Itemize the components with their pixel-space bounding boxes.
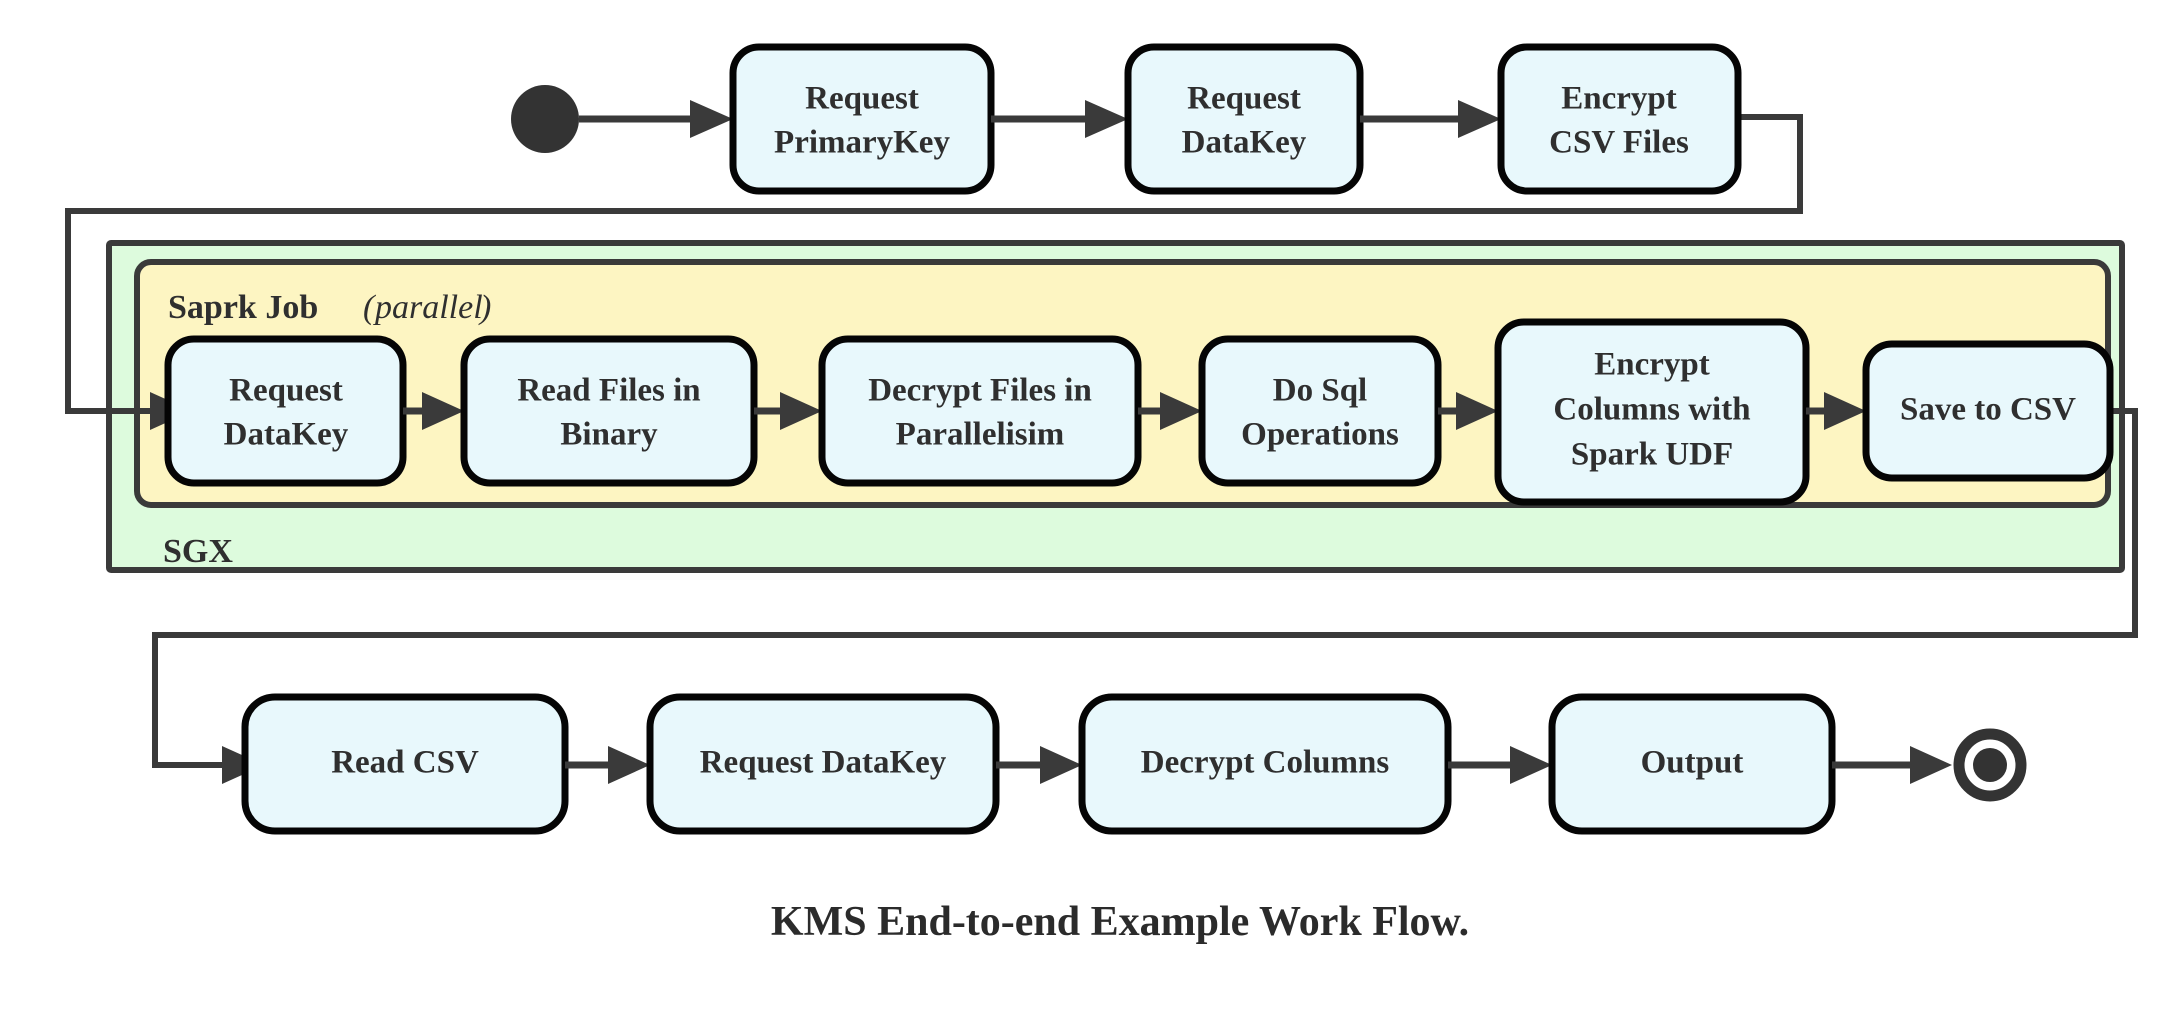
arrowhead-datakey-to-encryptcsv <box>1458 100 1501 138</box>
node-save-to-csv-line1: Save to CSV <box>1900 392 2076 428</box>
node-request-primarykey-line2: PrimaryKey <box>774 125 950 161</box>
arrowhead-sparkdatakey-to-readfiles <box>422 392 464 430</box>
node-do-sql-operations-box[interactable] <box>1198 335 1442 487</box>
node-encrypt-csv-files-line2: CSV Files <box>1549 125 1689 161</box>
node-request-datakey-top-box[interactable] <box>1124 43 1364 195</box>
node-do-sql-operations-line2: Operations <box>1241 417 1399 453</box>
arrowhead-readfiles-to-decryptfiles <box>780 392 822 430</box>
spark-job-annotation-open: ( <box>363 289 377 326</box>
node-read-csv[interactable]: Read CSV <box>241 693 569 835</box>
node-request-datakey-spark-line1: Request <box>229 373 343 409</box>
node-save-to-csv-box[interactable] <box>1862 340 2114 482</box>
arrowhead-decryptfiles-to-dosql <box>1160 392 1202 430</box>
node-read-files-in-binary-line2: Binary <box>560 417 658 453</box>
node-request-datakey-bottom-line1: Request DataKey <box>700 745 947 781</box>
arrowhead-decryptcolumns-to-output <box>1510 746 1552 784</box>
end-node-dot <box>1973 748 2007 782</box>
node-encrypt-columns-line3: Spark UDF <box>1571 437 1733 473</box>
node-request-datakey-top[interactable]: Request DataKey <box>1124 43 1364 195</box>
node-output-line1: Output <box>1641 745 1744 781</box>
node-decrypt-columns-line1: Decrypt Columns <box>1141 745 1390 781</box>
node-request-primarykey[interactable]: Request PrimaryKey <box>729 43 995 195</box>
node-request-primarykey-line1: Request <box>805 81 919 117</box>
sgx-label: SGX <box>163 533 233 570</box>
node-do-sql-operations-line1: Do Sql <box>1273 373 1367 409</box>
node-encrypt-csv-files[interactable]: Encrypt CSV Files <box>1497 43 1742 195</box>
node-decrypt-files-in-parallelisim[interactable]: Decrypt Files in Parallelisim <box>818 335 1142 487</box>
node-decrypt-files-in-parallelisim-line2: Parallelisim <box>896 417 1065 453</box>
node-request-datakey-spark-line2: DataKey <box>224 417 349 453</box>
spark-job-annotation-close: ) <box>478 289 491 326</box>
node-request-datakey-top-line2: DataKey <box>1182 125 1307 161</box>
node-request-datakey-spark-box[interactable] <box>164 335 407 487</box>
arrowhead-readcsv-to-requestdatakey <box>608 746 650 784</box>
node-encrypt-csv-files-box[interactable] <box>1497 43 1742 195</box>
node-request-datakey-bottom[interactable]: Request DataKey <box>646 693 1000 835</box>
connector-encryptcsv-to-sparkdatakey <box>65 114 1803 414</box>
node-encrypt-columns-line1: Encrypt <box>1594 347 1710 383</box>
node-do-sql-operations[interactable]: Do Sql Operations <box>1198 335 1442 487</box>
arrowhead-output-to-end <box>1910 746 1952 784</box>
spark-job-label: Saprk Job <box>168 289 318 326</box>
arrowhead-primarykey-to-datakey <box>1085 100 1128 138</box>
node-decrypt-files-in-parallelisim-box[interactable] <box>818 335 1142 487</box>
arrowhead-start-to-request-primarykey <box>690 100 733 138</box>
diagram-caption: KMS End-to-end Example Work Flow. <box>771 899 1469 945</box>
node-request-datakey-top-line1: Request <box>1187 81 1301 117</box>
node-read-files-in-binary-line1: Read Files in <box>517 373 700 409</box>
arrowhead-requestdatakey-to-decryptcolumns <box>1040 746 1082 784</box>
node-decrypt-files-in-parallelisim-line1: Decrypt Files in <box>868 373 1092 409</box>
node-read-csv-line1: Read CSV <box>331 745 479 781</box>
node-read-files-in-binary-box[interactable] <box>460 335 758 487</box>
node-decrypt-columns[interactable]: Decrypt Columns <box>1078 693 1452 835</box>
node-output[interactable]: Output <box>1548 693 1836 835</box>
spark-job-annotation-word: parallel <box>373 289 483 326</box>
arrowhead-dosql-to-encryptcolumns <box>1456 392 1498 430</box>
node-encrypt-csv-files-line1: Encrypt <box>1561 81 1677 117</box>
node-encrypt-columns-with-spark-udf[interactable]: Encrypt Columns with Spark UDF <box>1494 318 1810 506</box>
node-request-primarykey-box[interactable] <box>729 43 995 195</box>
arrowhead-encryptcolumns-to-savetocsv <box>1824 392 1866 430</box>
node-encrypt-columns-line2: Columns with <box>1553 392 1750 428</box>
start-node <box>511 85 579 153</box>
node-save-to-csv[interactable]: Save to CSV <box>1862 340 2114 482</box>
node-read-files-in-binary[interactable]: Read Files in Binary <box>460 335 758 487</box>
connector-savetocsv-to-readcsv <box>152 408 2138 768</box>
node-request-datakey-spark[interactable]: Request DataKey <box>164 335 407 487</box>
